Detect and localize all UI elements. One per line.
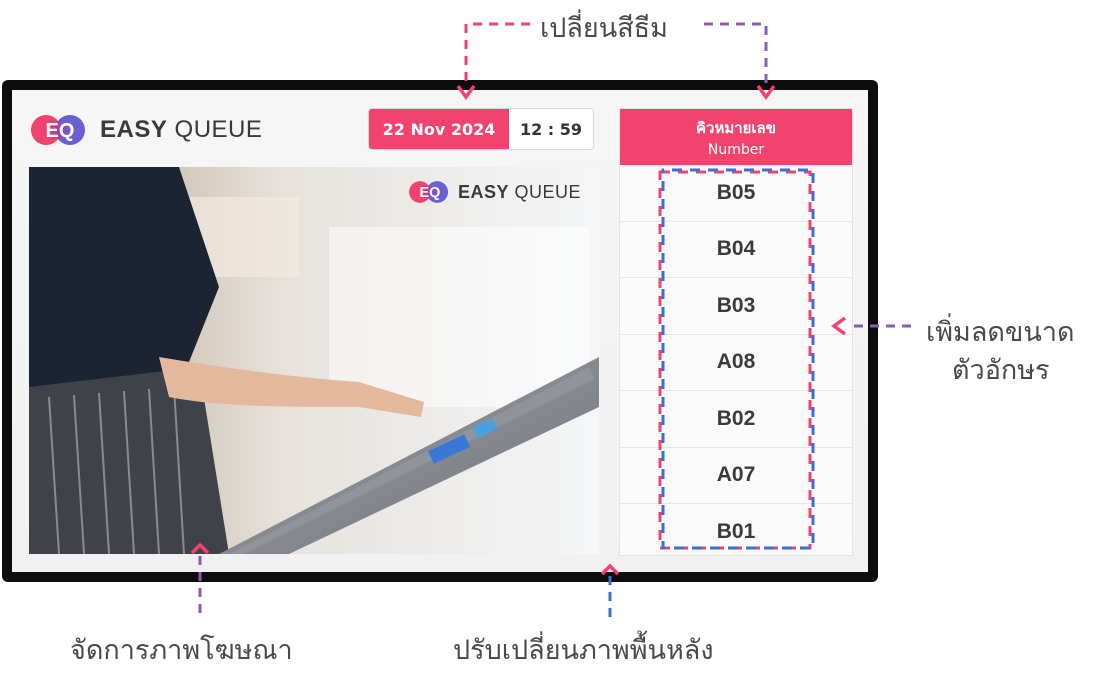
ad-logo-text: EASY QUEUE (458, 182, 581, 203)
ad-logo-mark-text: EQ (420, 185, 441, 201)
queue-item: B03 (620, 278, 852, 335)
date-display: 22 Nov 2024 (369, 109, 509, 149)
logo-light: QUEUE (167, 116, 263, 143)
callout-ads: จัดการภาพโฆษณา (70, 635, 293, 666)
callout-font-size-line1: เพิ่มลดขนาด (926, 317, 1075, 348)
ad-logo-bold: EASY (457, 181, 509, 202)
app-logo-text: EASY QUEUE (100, 116, 262, 144)
eq-logo-small-icon: EQ (408, 179, 452, 205)
queue-item: A07 (620, 448, 852, 504)
eq-logo-icon: EQ (30, 112, 90, 148)
queue-header: คิวหมายเลข Number (620, 109, 852, 165)
advertisement-panel[interactable]: EQ EASY QUEUE (29, 167, 599, 554)
callout-background: ปรับเปลี่ยนภาพพื้นหลัง (453, 635, 714, 666)
queue-header-english: Number (707, 142, 765, 158)
queue-item: B04 (620, 222, 852, 278)
ad-logo-light: QUEUE (508, 181, 581, 202)
queue-item: B02 (620, 391, 852, 448)
queue-item: B05 (620, 165, 852, 222)
date-time-display: 22 Nov 2024 12 : 59 (368, 108, 594, 150)
advertisement-image (29, 167, 599, 554)
logo-bold: EASY (100, 116, 168, 143)
queue-screen[interactable]: EQ EASY QUEUE 22 Nov 2024 12 : 59 (12, 90, 868, 572)
time-display: 12 : 59 (519, 119, 583, 139)
queue-item: B01 (716, 519, 756, 543)
queue-panel: คิวหมายเลข Number B05 B04 B03 A08 B02 A0… (619, 108, 853, 556)
app-logo: EQ EASY QUEUE (30, 112, 262, 148)
logo-mark-text: EQ (46, 120, 75, 142)
ad-logo: EQ EASY QUEUE (408, 179, 581, 205)
callout-theme: เปลี่ยนสีธีม (540, 13, 668, 44)
display-monitor: EQ EASY QUEUE 22 Nov 2024 12 : 59 (2, 80, 878, 582)
queue-header-thai: คิวหมายเลข (695, 119, 777, 137)
queue-item: A08 (620, 335, 852, 391)
callout-font-size-line2: ตัวอักษร (952, 355, 1050, 386)
